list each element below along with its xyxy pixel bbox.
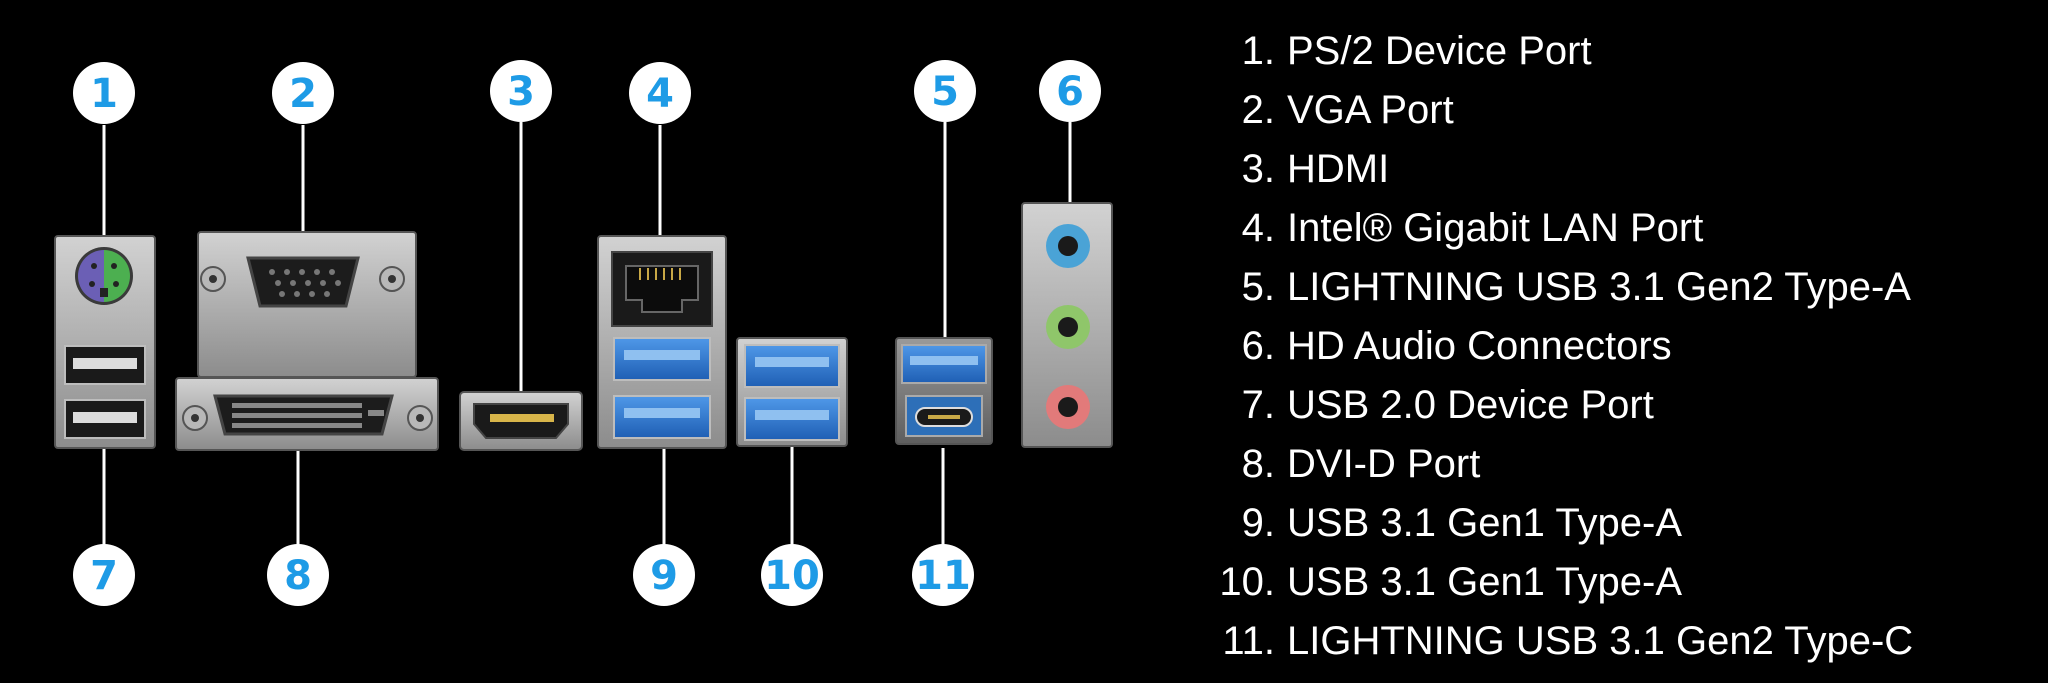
callout-badge-10: 10 (761, 544, 823, 606)
leader-lines (102, 122, 1072, 546)
callout-number-2: 2 (289, 71, 317, 117)
legend-label: HDMI (1287, 147, 1390, 191)
usb31-gen2-type-c-port[interactable] (905, 395, 983, 437)
usb31-gen1-port-b-top[interactable] (744, 344, 840, 388)
callout-badge-6: 6 (1039, 60, 1101, 122)
legend-label: USB 3.1 Gen1 Type-A (1287, 501, 1683, 545)
legend-label: USB 3.1 Gen1 Type-A (1287, 560, 1683, 604)
dvi-d-port[interactable] (182, 394, 433, 436)
callout-badge-4: 4 (629, 62, 691, 124)
callout-badge-7: 7 (73, 544, 135, 606)
callout-badge-5: 5 (914, 60, 976, 122)
usb31-gen2-type-a-port[interactable] (901, 344, 987, 384)
callout-number-11: 11 (915, 553, 971, 599)
legend-number: 9. (1241, 501, 1275, 545)
callout-badge-8: 8 (267, 544, 329, 606)
callout-number-1: 1 (90, 71, 118, 117)
callout-number-3: 3 (507, 69, 535, 115)
callout-badge-3: 3 (490, 60, 552, 122)
lan-usb31-stack (597, 235, 727, 449)
ps2-port[interactable] (75, 247, 133, 305)
audio-jack-line-out[interactable] (1046, 305, 1090, 349)
legend-item-1: 1. PS/2 Device Port (1195, 22, 1913, 81)
legend-label: DVI-D Port (1287, 442, 1481, 486)
audio-jack-line-in[interactable] (1046, 224, 1090, 268)
legend-item-2: 2. VGA Port (1195, 81, 1913, 140)
legend-number: 3. (1241, 147, 1275, 191)
legend-item-10: 10. USB 3.1 Gen1 Type-A (1195, 553, 1913, 612)
usb31-gen1-port-b-bottom[interactable] (744, 397, 840, 441)
legend-item-8: 8. DVI-D Port (1195, 435, 1913, 494)
ps2-green-half (104, 250, 130, 302)
callout-badge-2: 2 (272, 62, 334, 124)
legend-label: LIGHTNING USB 3.1 Gen2 Type-C (1287, 619, 1914, 663)
usb2-port-top[interactable] (64, 345, 146, 385)
usb31-gen1-port-a-bottom[interactable] (613, 395, 711, 439)
legend-item-6: 6. HD Audio Connectors (1195, 317, 1913, 376)
callout-badge-9: 9 (633, 544, 695, 606)
callout-number-5: 5 (931, 69, 959, 115)
legend-label: VGA Port (1287, 88, 1454, 132)
usb31-stack-10 (736, 337, 848, 447)
legend-number: 5. (1241, 265, 1275, 309)
hd-audio-connectors (1021, 202, 1113, 448)
legend-label: PS/2 Device Port (1287, 29, 1592, 73)
legend-number: 1. (1241, 29, 1275, 73)
legend-number: 6. (1241, 324, 1275, 368)
vga-dvi-stack (175, 231, 439, 451)
vga-port[interactable] (200, 256, 405, 308)
legend-number: 2. (1241, 88, 1275, 132)
legend-label: HD Audio Connectors (1287, 324, 1672, 368)
audio-jack-mic-in[interactable] (1046, 385, 1090, 429)
callout-badge-1: 1 (73, 62, 135, 124)
callout-number-7: 7 (90, 553, 118, 599)
rear-io-diagram: 1 2 3 4 5 6 7 8 (54, 60, 1113, 606)
legend-item-7: 7. USB 2.0 Device Port (1195, 376, 1913, 435)
port-legend: 1. PS/2 Device Port 2. VGA Port 3. HDMI 4. I… (1195, 22, 1913, 671)
legend-item-9: 9. USB 3.1 Gen1 Type-A (1195, 494, 1913, 553)
legend-number: 8. (1241, 442, 1275, 486)
legend-number: 7. (1241, 383, 1275, 427)
legend-number: 4. (1241, 206, 1275, 250)
usb2-port-bottom[interactable] (64, 399, 146, 439)
legend-item-4: 4. Intel® Gigabit LAN Port (1195, 199, 1913, 258)
callout-number-9: 9 (650, 553, 678, 599)
ps2-usb2-stack (54, 235, 156, 449)
legend-number: 11. (1222, 619, 1275, 663)
callout-number-8: 8 (284, 553, 312, 599)
ps2-purple-half (78, 250, 104, 302)
hdmi-port[interactable] (459, 391, 583, 451)
lan-port[interactable] (611, 251, 713, 327)
callout-badges: 1 2 3 4 5 6 7 8 (73, 60, 1101, 606)
legend-item-11: 11. LIGHTNING USB 3.1 Gen2 Type-C (1195, 612, 1913, 671)
legend-label: Intel® Gigabit LAN Port (1287, 206, 1704, 250)
usb31-gen1-port-a-top[interactable] (613, 337, 711, 381)
legend-number: 10. (1219, 560, 1275, 604)
callout-number-10: 10 (764, 553, 820, 599)
legend-item-3: 3. HDMI (1195, 140, 1913, 199)
usb31-gen2-stack (895, 337, 993, 445)
callout-number-6: 6 (1056, 69, 1084, 115)
legend-item-5: 5. LIGHTNING USB 3.1 Gen2 Type-A (1195, 258, 1913, 317)
callout-badge-11: 11 (912, 544, 974, 606)
legend-label: USB 2.0 Device Port (1287, 383, 1654, 427)
legend-label: LIGHTNING USB 3.1 Gen2 Type-A (1287, 265, 1911, 309)
callout-number-4: 4 (646, 71, 674, 117)
